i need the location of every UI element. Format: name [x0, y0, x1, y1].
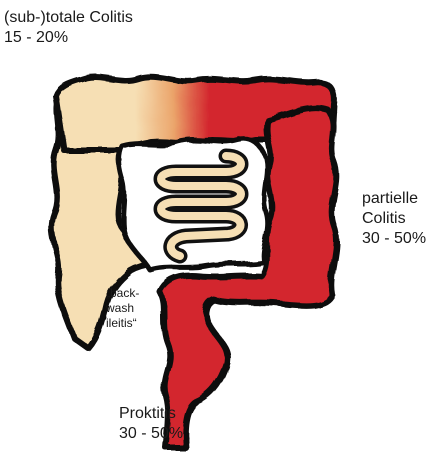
backwash-ileitis-label: „back- wash ileitis“: [106, 286, 139, 331]
partial-colitis-label: partielle Colitis 30 - 50%: [362, 189, 426, 249]
backwash-line1: „back-: [106, 286, 139, 301]
proctitis-label: Proktitis 30 - 50%: [119, 404, 183, 444]
partial-colitis-line1: partielle: [362, 189, 426, 209]
proctitis-range: 30 - 50%: [119, 424, 183, 444]
total-colitis-name: (sub-)totale Colitis: [4, 8, 133, 28]
partial-colitis-range: 30 - 50%: [362, 229, 426, 249]
backwash-line2: wash: [106, 301, 139, 316]
backwash-line3: ileitis“: [106, 316, 139, 331]
total-colitis-range: 15 - 20%: [4, 28, 133, 48]
total-colitis-label: (sub-)totale Colitis 15 - 20%: [4, 8, 133, 48]
small-intestine: [161, 156, 241, 256]
partial-colitis-line2: Colitis: [362, 209, 426, 229]
proctitis-name: Proktitis: [119, 404, 183, 424]
